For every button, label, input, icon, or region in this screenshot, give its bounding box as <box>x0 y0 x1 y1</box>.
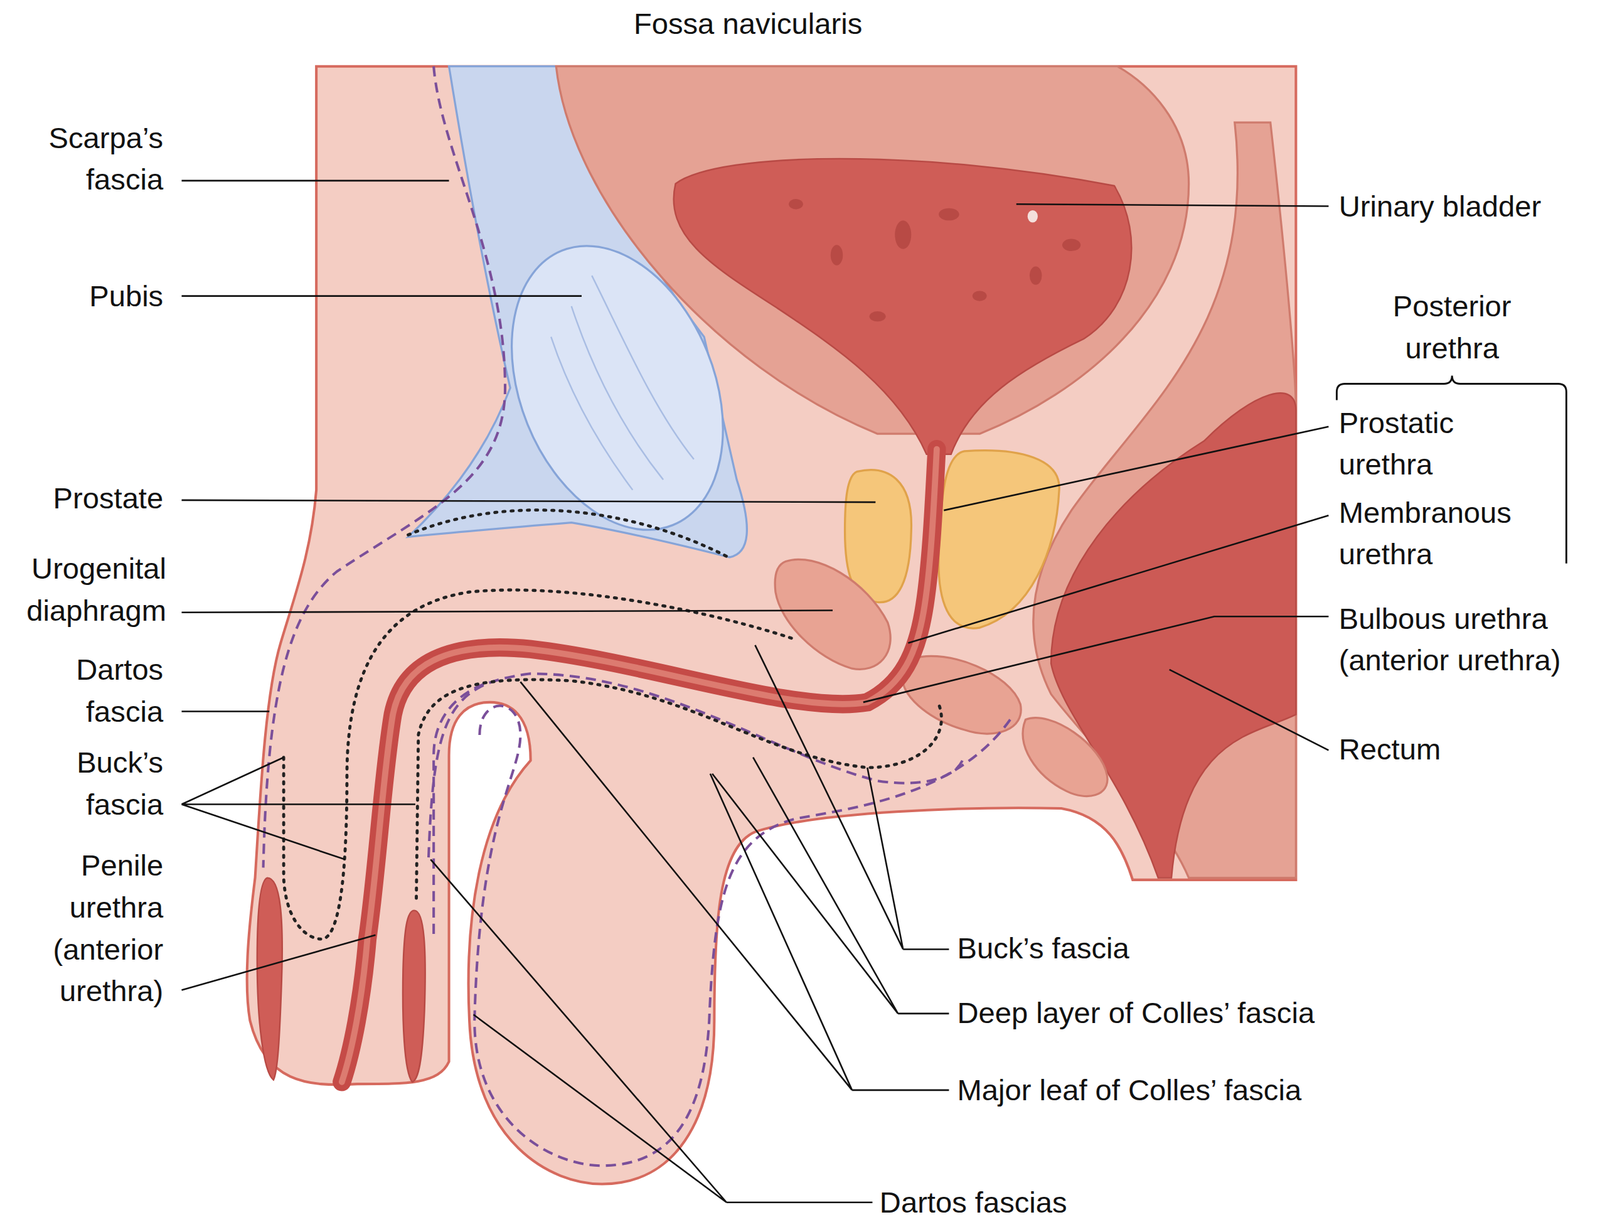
part-label: Buck’s fascia <box>956 927 1129 970</box>
bladder <box>555 66 1189 455</box>
leader-lines-part <box>863 616 1329 703</box>
leader-lines-part <box>181 757 415 860</box>
rectum-part <box>1050 392 1296 878</box>
part-label: Prostate <box>10 477 164 520</box>
corpora-part <box>402 910 426 1082</box>
part-label: Posterior urethra <box>1350 285 1555 369</box>
leader-lines-part <box>181 500 876 502</box>
corpora <box>257 877 426 1082</box>
bladder-part-part <box>1027 210 1038 223</box>
leader-lines-part <box>430 858 873 1202</box>
bladder-part <box>788 198 1081 322</box>
leader-lines-part <box>907 515 1329 643</box>
part-label: Pubis <box>10 275 164 318</box>
leader-lines-part <box>520 681 949 1090</box>
bladder-part-part <box>938 208 960 221</box>
part-label: Major leaf of Colles’ fascia <box>956 1069 1302 1112</box>
bladder-part-part <box>1029 266 1043 285</box>
part-label: Deep layer of Colles’ fascia <box>956 992 1315 1035</box>
bladder-part-part <box>869 311 886 322</box>
leader-lines-part <box>181 710 270 713</box>
part-label: Dartos fascias <box>879 1181 1068 1222</box>
bladder-part-part <box>830 244 844 266</box>
leader-lines-part <box>181 180 449 182</box>
bracket <box>1336 375 1567 563</box>
fascia-dashed-part <box>428 673 965 858</box>
leader-lines-part <box>181 934 376 991</box>
fascia-dashed <box>263 66 1011 1166</box>
part-label: Membranous urethra <box>1338 491 1543 576</box>
fascia-dotted <box>283 510 942 940</box>
bladder-part <box>673 158 1132 455</box>
leader-lines-part <box>181 294 582 297</box>
part-label: Urinary bladder <box>1338 185 1542 228</box>
bladder-part-part <box>894 220 912 250</box>
part-label: Dartos fascia <box>10 648 164 733</box>
pubis-part <box>550 275 694 491</box>
bladder-part-part <box>788 198 804 209</box>
corpora-part <box>257 877 283 1080</box>
part-label: Penile urethra (anterior urethra) <box>10 845 164 1013</box>
urogenital-diaphragm-part <box>774 559 891 669</box>
leader-lines <box>181 180 1329 1203</box>
fascia-dashed-part <box>474 705 1011 1166</box>
fascia-dotted-part <box>283 589 794 939</box>
leader-lines-part <box>181 610 833 613</box>
leader-lines-part <box>712 757 949 1014</box>
prostate-part <box>938 450 1060 629</box>
leader-lines-part <box>1016 203 1329 206</box>
bladder-part-part <box>1062 239 1081 252</box>
part-label: Buck’s fascia <box>10 741 164 826</box>
part-label: Urogenital diaphragm <box>8 547 167 632</box>
part-label: Rectum <box>1338 728 1442 771</box>
fascia-dashed-part <box>263 66 506 868</box>
part-label: Scarpa’s fascia <box>10 117 164 201</box>
leader-lines-part <box>1169 669 1329 750</box>
urogenital-diaphragm-part <box>1022 717 1108 797</box>
leader-lines-part <box>754 645 949 950</box>
part-label: Prostatic urethra <box>1338 402 1543 486</box>
bracket-part <box>1336 375 1567 563</box>
part-label: Fossa navicularis <box>544 3 953 46</box>
bladder-part-part <box>972 290 987 301</box>
prostate <box>845 450 1060 629</box>
leader-lines-part <box>943 426 1329 511</box>
fascia-dotted-part <box>408 510 727 557</box>
part-label: Bulbous urethra (anterior urethra) <box>1338 597 1569 682</box>
